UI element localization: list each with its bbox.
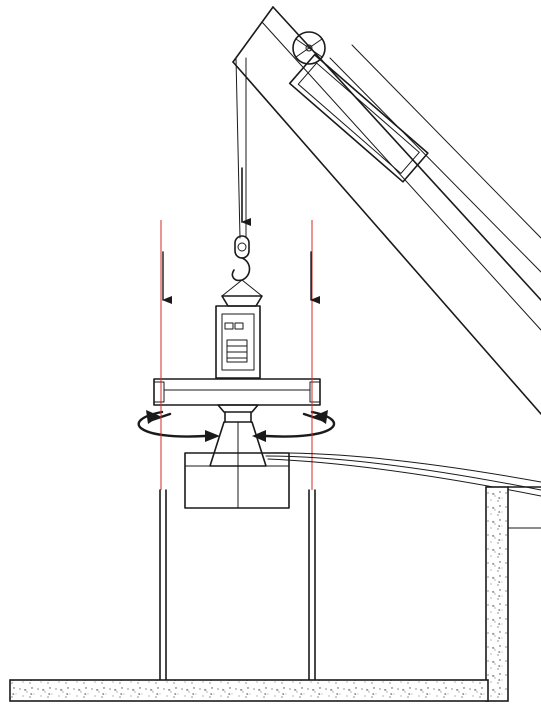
rotation-arrows xyxy=(137,410,336,442)
guide-lines xyxy=(160,220,320,490)
crossbeam xyxy=(153,378,321,423)
pulley-wheel xyxy=(292,31,326,65)
tank-wall xyxy=(485,486,541,702)
concrete-floor xyxy=(9,679,489,702)
crane-hook xyxy=(221,235,263,297)
guide-rods xyxy=(159,489,316,681)
motor-unit xyxy=(215,295,263,379)
crane-arm xyxy=(232,6,541,415)
hoist-cable xyxy=(235,57,251,239)
mixer-head xyxy=(184,421,290,509)
